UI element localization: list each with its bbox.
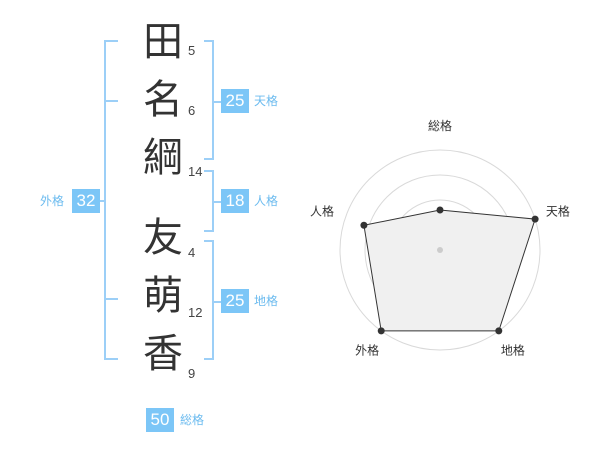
radar-axis-label: 外格	[355, 342, 379, 357]
bracket-tick	[104, 40, 118, 42]
bracket-connector	[212, 201, 222, 203]
radar-ring	[339, 149, 541, 351]
name-char-1: 田	[143, 19, 183, 65]
radar-axis-label: 天格	[546, 204, 570, 219]
bracket-tick	[204, 230, 214, 232]
bracket-tick	[204, 40, 214, 42]
radar-axis-label: 地格	[501, 342, 525, 357]
chikaku-label: 地格	[254, 294, 279, 308]
jinkaku-badge: 18	[221, 189, 249, 213]
stroke-count-1: 5	[188, 43, 196, 58]
jinkaku-label: 人格	[254, 194, 279, 208]
stroke-count-6: 9	[188, 366, 196, 381]
radar-point-2	[531, 215, 539, 223]
stroke-count-3: 14	[188, 164, 203, 179]
radar-point-3	[495, 327, 503, 335]
radar-point-1	[436, 206, 444, 214]
stroke-count-2: 6	[188, 103, 196, 118]
tenkaku-label: 天格	[254, 94, 279, 108]
stroke-count-4: 4	[188, 245, 196, 260]
name-char-2: 名	[143, 77, 183, 123]
bracket-tick	[204, 358, 214, 360]
tenkaku-bracket-line	[212, 40, 214, 160]
gaikaku-badge: 32	[72, 189, 100, 213]
bracket-tick	[104, 358, 118, 360]
bracket-connector	[212, 101, 222, 103]
chikaku-badge: 25	[221, 289, 249, 313]
stroke-count-5: 12	[188, 305, 203, 320]
chikaku-bracket-line	[212, 240, 214, 360]
name-char-3: 綱	[143, 135, 183, 181]
bracket-connector	[212, 301, 222, 303]
name-char-4: 友	[143, 215, 183, 261]
bracket-tick	[204, 240, 214, 242]
bracket-tick	[104, 100, 118, 102]
gaikaku-label: 外格	[40, 194, 65, 208]
radar-polygon	[363, 209, 536, 332]
bracket-tick	[104, 298, 118, 300]
radar-axis-label: 人格	[310, 204, 334, 219]
name-char-6: 香	[143, 331, 183, 377]
tenkaku-badge: 25	[221, 89, 249, 113]
radar-point-4	[377, 327, 385, 335]
radar-center-dot	[437, 247, 443, 253]
radar-axis-label: 総格	[428, 118, 452, 133]
name-char-5: 萌	[143, 273, 183, 319]
bracket-connector	[98, 200, 106, 202]
soukaku-badge: 50	[146, 408, 174, 432]
soukaku-label: 総格	[180, 413, 205, 427]
radar-points	[360, 206, 539, 335]
bracket-tick	[204, 170, 214, 172]
radar-point-5	[360, 221, 368, 229]
bracket-tick	[204, 158, 214, 160]
